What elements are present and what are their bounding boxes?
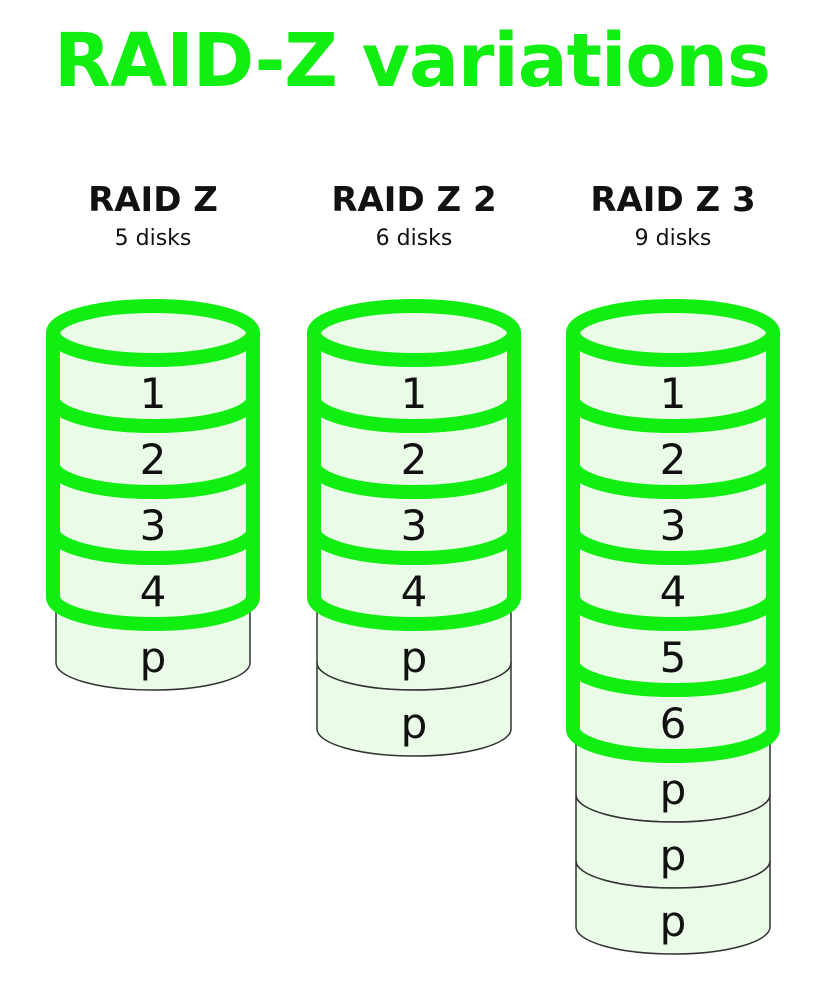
disk-label: 2 [660,435,687,484]
disk-label: p [660,897,687,946]
disk-label: 1 [401,369,428,418]
column-disk-count: 5 disks [114,226,192,251]
disk-label: p [660,831,687,880]
column-title: RAID Z 2 [331,180,497,220]
parity-disk [575,860,771,955]
disk-label: p [401,699,428,748]
column-title: RAID Z [88,180,218,220]
disk-label: p [401,633,428,682]
column-header-raidz3: RAID Z 3 9 disks [548,178,798,256]
page-title: RAID-Z variations [54,18,771,104]
disk-label: 5 [660,633,687,682]
column-disk-count: 6 disks [375,226,453,251]
disk-label: 2 [140,435,167,484]
disk-stack [46,299,260,691]
disk-label: 3 [401,501,428,550]
disk-label: 2 [401,435,428,484]
data-disk [566,299,780,433]
disk-top [46,299,260,367]
disk-stack [566,299,780,955]
disk-label: 1 [660,369,687,418]
parity-disk [316,662,512,757]
column-header-raidz: RAID Z 5 disks [28,178,278,256]
disk-label: 4 [140,567,167,616]
disk-label: 4 [401,567,428,616]
disk-stack [307,299,521,757]
data-disk-group [307,299,521,631]
data-disk-group [46,299,260,631]
disk-label: 6 [660,699,687,748]
disk-body [316,662,512,757]
disk-top [566,299,780,367]
column-disk-count: 9 disks [634,226,712,251]
disk-label: 4 [660,567,687,616]
disk-label: 3 [140,501,167,550]
disk-label: 1 [140,369,167,418]
data-disk-group [566,299,780,763]
disk-body [575,860,771,955]
disk-label: p [140,633,167,682]
disk-label: p [660,765,687,814]
disk-top [307,299,521,367]
column-title: RAID Z 3 [590,180,756,220]
column-header-raidz2: RAID Z 2 6 disks [289,178,539,256]
disk-label: 3 [660,501,687,550]
data-disk [46,299,260,433]
data-disk [307,299,521,433]
